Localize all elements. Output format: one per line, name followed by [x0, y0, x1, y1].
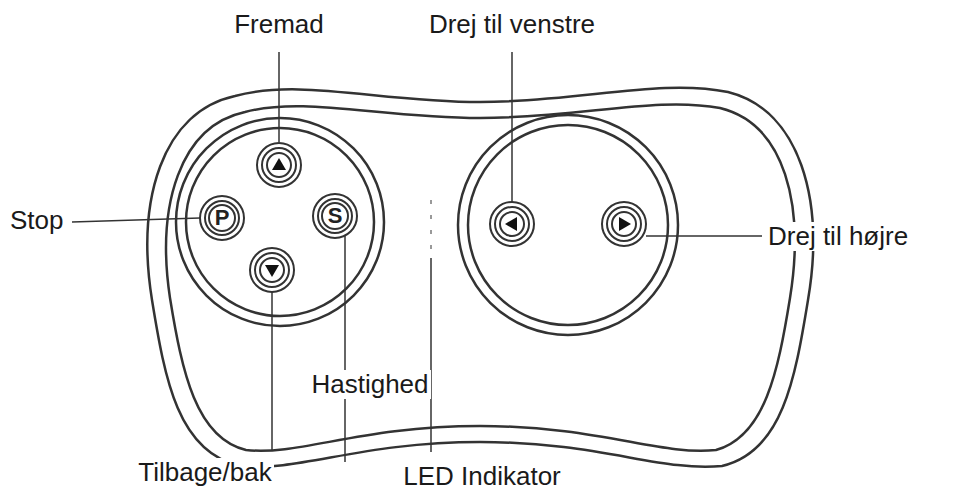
button-letter: P: [215, 207, 230, 229]
leader-line: [72, 218, 200, 222]
right-turn-button: [602, 202, 646, 246]
leader-line: [344, 236, 346, 462]
speed-button: S: [321, 202, 349, 230]
leader-line: [278, 52, 280, 142]
forward-button: [257, 143, 301, 187]
left-pad: [186, 128, 374, 316]
turn-right-label: Drej til højre: [766, 222, 910, 251]
leader-line: [271, 292, 273, 450]
right-pad: [468, 125, 668, 325]
leader-line: [430, 258, 432, 452]
forward-label: Fremad: [232, 10, 326, 39]
leader-line: [511, 52, 513, 202]
left-turn-button: [490, 202, 534, 246]
stop-label: Stop: [8, 206, 66, 235]
speed-label: Hastighed: [309, 370, 430, 399]
stop-button-rings: [200, 196, 244, 240]
reverse-button: [250, 248, 294, 292]
button-letter: S: [328, 205, 343, 227]
stop-button: P: [208, 204, 236, 232]
leader-line: [646, 235, 762, 237]
left-pad-ring: [176, 118, 384, 326]
remote-inner-rim: [166, 104, 795, 450]
turn-left-label: Drej til venstre: [427, 10, 597, 39]
right-pad-ring: [458, 115, 678, 335]
led-indicator-label: LED Indikator: [401, 462, 563, 491]
reverse-label: Tilbage/bak: [136, 458, 273, 487]
led-dots: [430, 200, 432, 249]
remote-body: [147, 88, 813, 467]
speed-button-rings: [313, 194, 357, 238]
